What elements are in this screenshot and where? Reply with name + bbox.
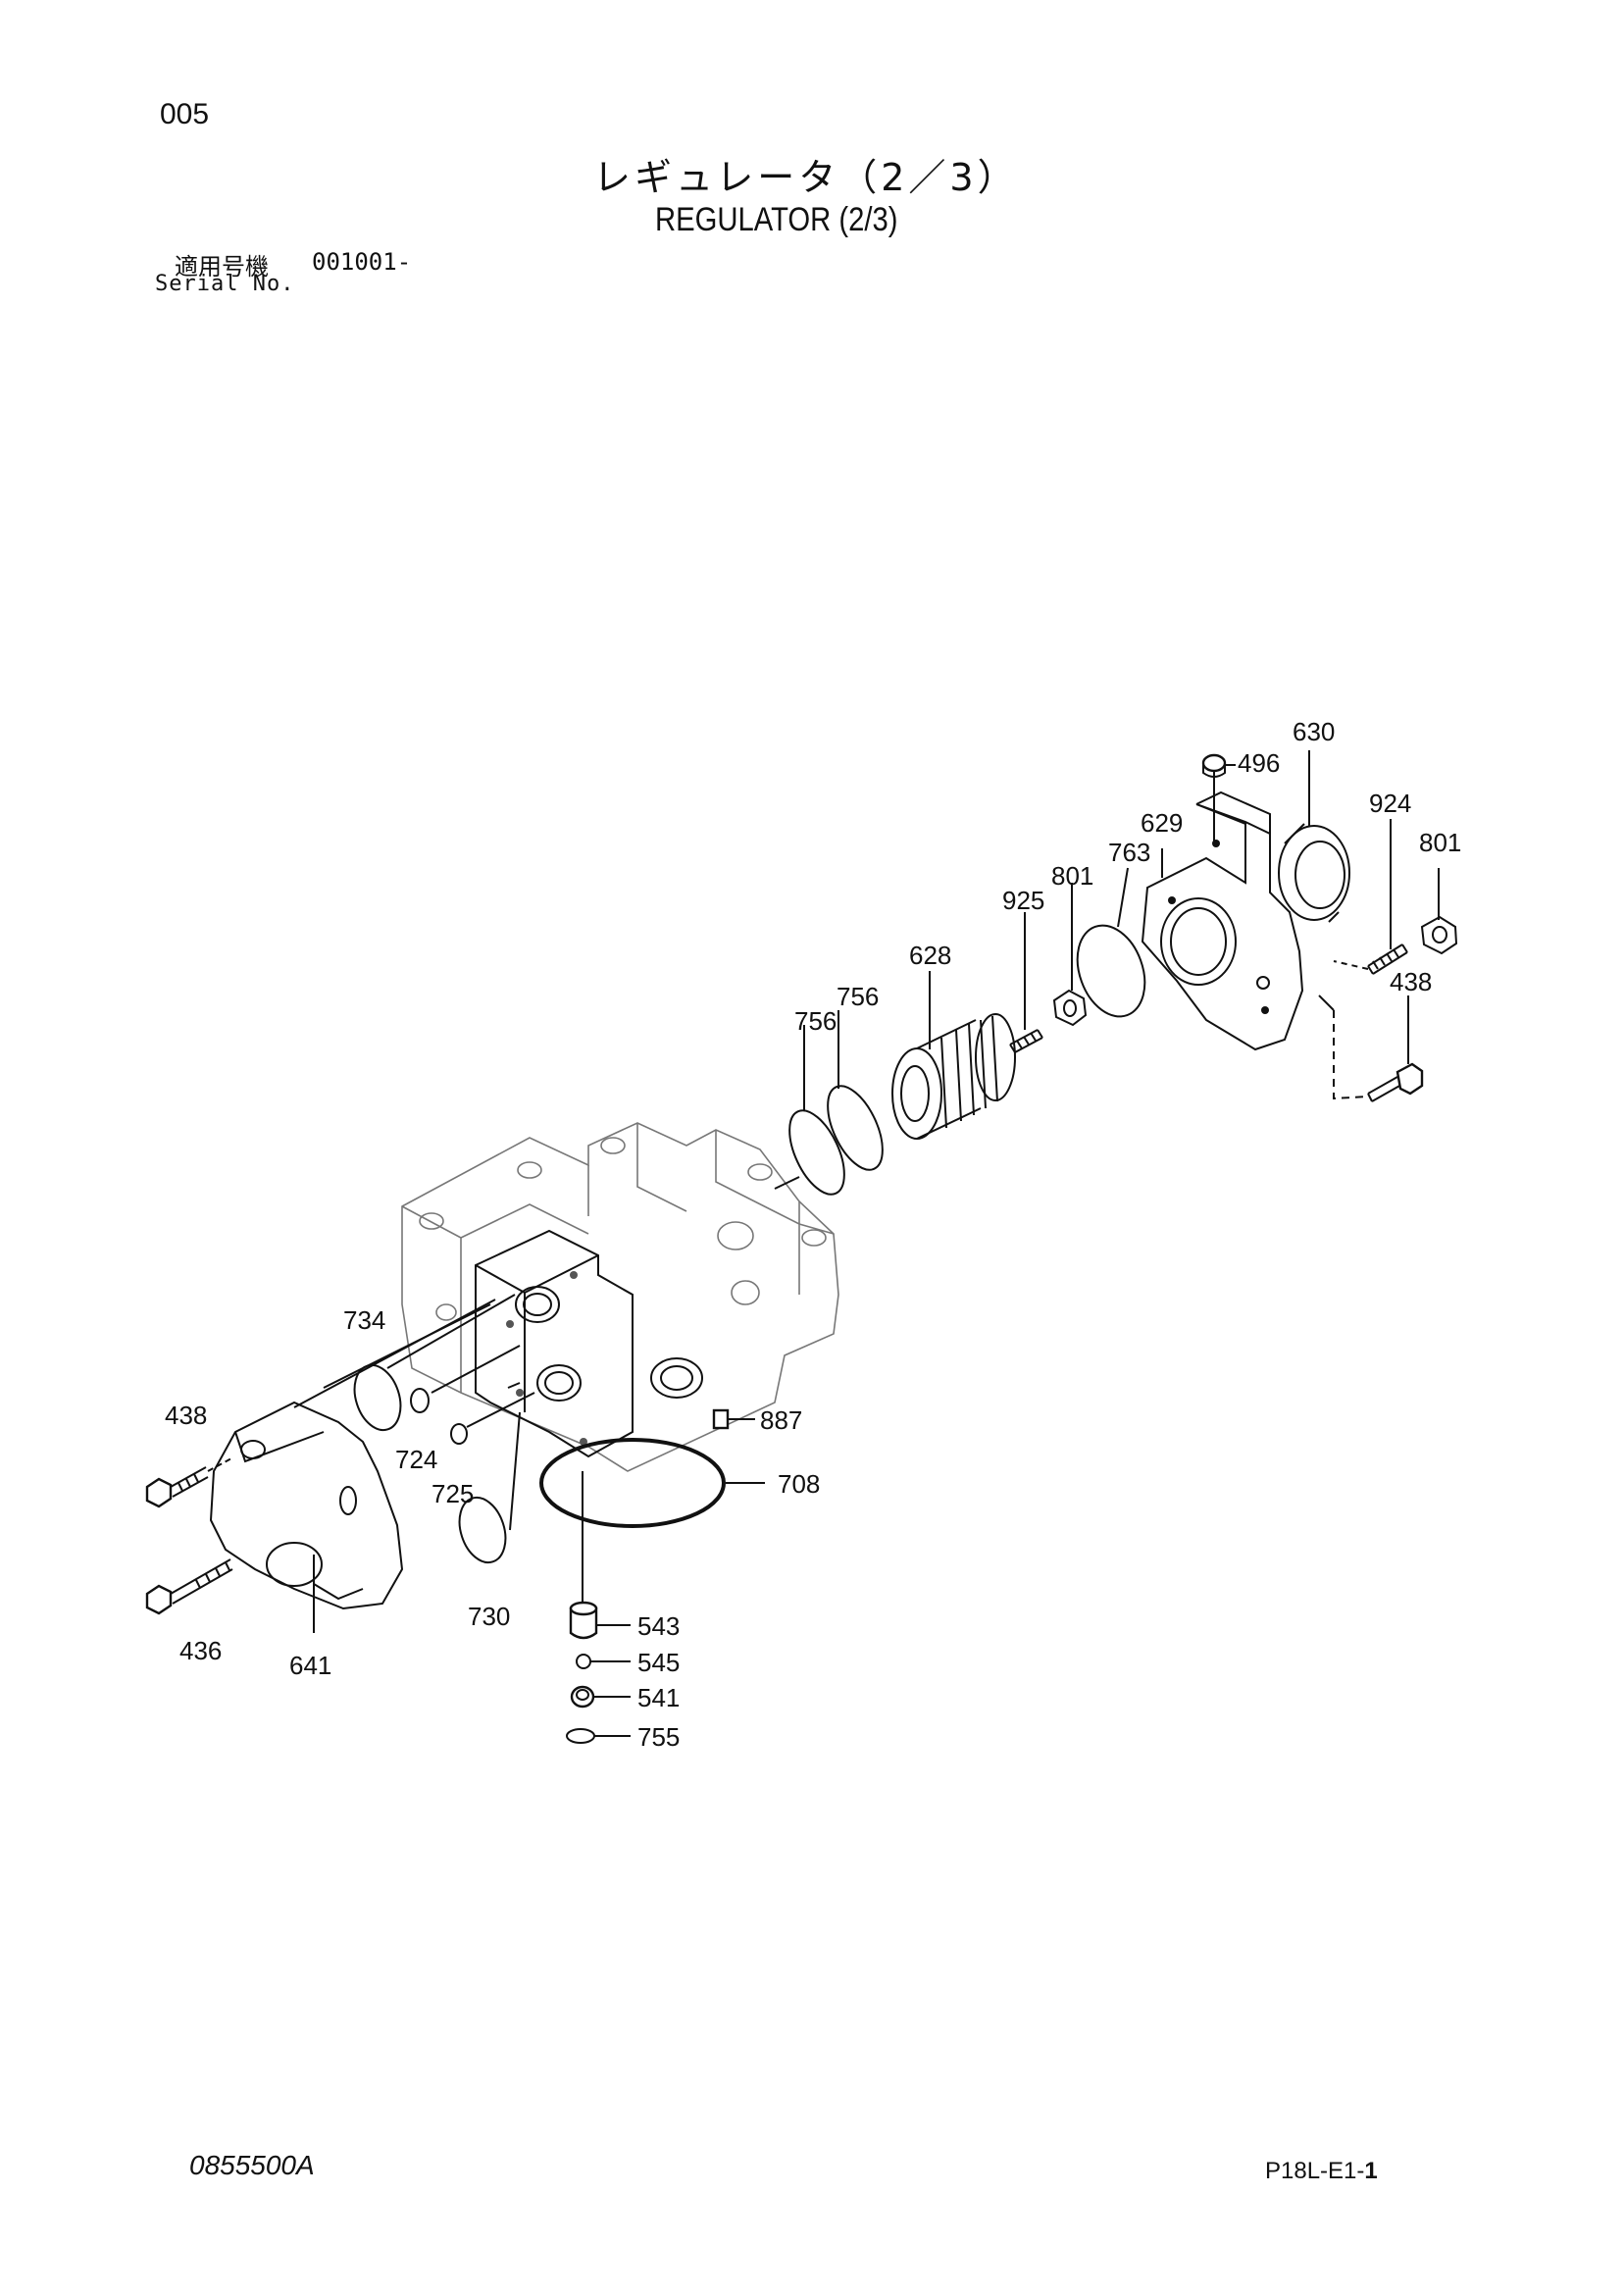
title-japanese: レギュレータ（2／3） (593, 156, 1019, 199)
nut-630 (1278, 823, 1350, 923)
callout-438-right: 438 (1390, 967, 1432, 996)
lock-nut-801-left (1052, 989, 1088, 1027)
callout-496: 496 (1238, 748, 1280, 778)
callout-436: 436 (179, 1636, 222, 1665)
callout-438-left: 438 (165, 1401, 207, 1430)
callout-545: 545 (637, 1648, 680, 1677)
callout-629: 629 (1141, 808, 1183, 838)
o-ring-755 (566, 1728, 631, 1744)
callout-724: 724 (395, 1445, 437, 1474)
callout-763: 763 (1108, 838, 1150, 867)
assembly-line-756 (774, 1176, 800, 1190)
o-ring-756-a (788, 1109, 845, 1196)
callout-543: 543 (637, 1611, 680, 1641)
page-number: 005 (160, 98, 210, 130)
drawing-code: 0855500A (189, 2150, 315, 2180)
lock-nut-801-right (1420, 915, 1458, 955)
regulator-body-back-outline (401, 1122, 839, 1472)
callout-801-left: 801 (1051, 861, 1093, 891)
callout-730: 730 (468, 1602, 510, 1631)
screw-925 (1009, 1029, 1043, 1053)
serial-value: 001001- (312, 248, 412, 276)
callout-734: 734 (343, 1305, 385, 1335)
regulator-body-front (475, 1229, 703, 1458)
bolt-436 (145, 1558, 233, 1615)
o-ring-763 (1076, 924, 1146, 1018)
callout-725: 725 (431, 1479, 474, 1508)
callout-887: 887 (760, 1405, 802, 1435)
o-ring-708 (539, 1438, 726, 1528)
cover-641 (209, 1401, 404, 1610)
o-ring-730 (458, 1496, 507, 1564)
sleeve-628 (891, 1013, 1016, 1140)
page-ref-prefix: P18L-E1- (1265, 2158, 1365, 2184)
page-reference: P18L-E1-1 (1265, 2158, 1378, 2185)
o-ring-756-b (827, 1085, 884, 1171)
adjust-screw-924 (1333, 944, 1408, 975)
page-ref-bold: 1 (1364, 2158, 1378, 2184)
plug-543 (569, 1471, 631, 1640)
callout-labels: 496 630 924 801 629 763 801 925 438 628 … (165, 717, 1461, 1752)
ball-545 (576, 1654, 631, 1669)
bolt-438-left (145, 1456, 234, 1508)
callout-925: 925 (1002, 886, 1044, 915)
assembly-lines-left (293, 1294, 535, 1531)
callout-630: 630 (1293, 717, 1335, 746)
callout-755: 755 (637, 1722, 680, 1752)
callout-541: 541 (637, 1683, 680, 1712)
callout-801-right: 801 (1419, 828, 1461, 857)
plug-887 (712, 1408, 755, 1430)
callout-708: 708 (778, 1469, 820, 1499)
o-ring-725 (450, 1423, 468, 1445)
callout-628: 628 (909, 941, 951, 970)
callout-924: 924 (1369, 789, 1411, 818)
serial-label-japanese: 適用号機 (175, 253, 269, 281)
plug-541 (570, 1685, 631, 1709)
o-ring-724 (410, 1388, 430, 1413)
callout-756-a: 756 (794, 1006, 837, 1036)
cover-629 (1141, 791, 1304, 1051)
bolt-438-right (1318, 995, 1424, 1102)
leader-lines (313, 750, 1440, 1633)
title-english: REGULATOR (2/3) (655, 201, 898, 238)
plug-496 (1201, 753, 1236, 778)
callout-641: 641 (289, 1651, 331, 1680)
callout-756-b: 756 (837, 982, 879, 1011)
serial-label-english: Serial No. (155, 272, 295, 296)
